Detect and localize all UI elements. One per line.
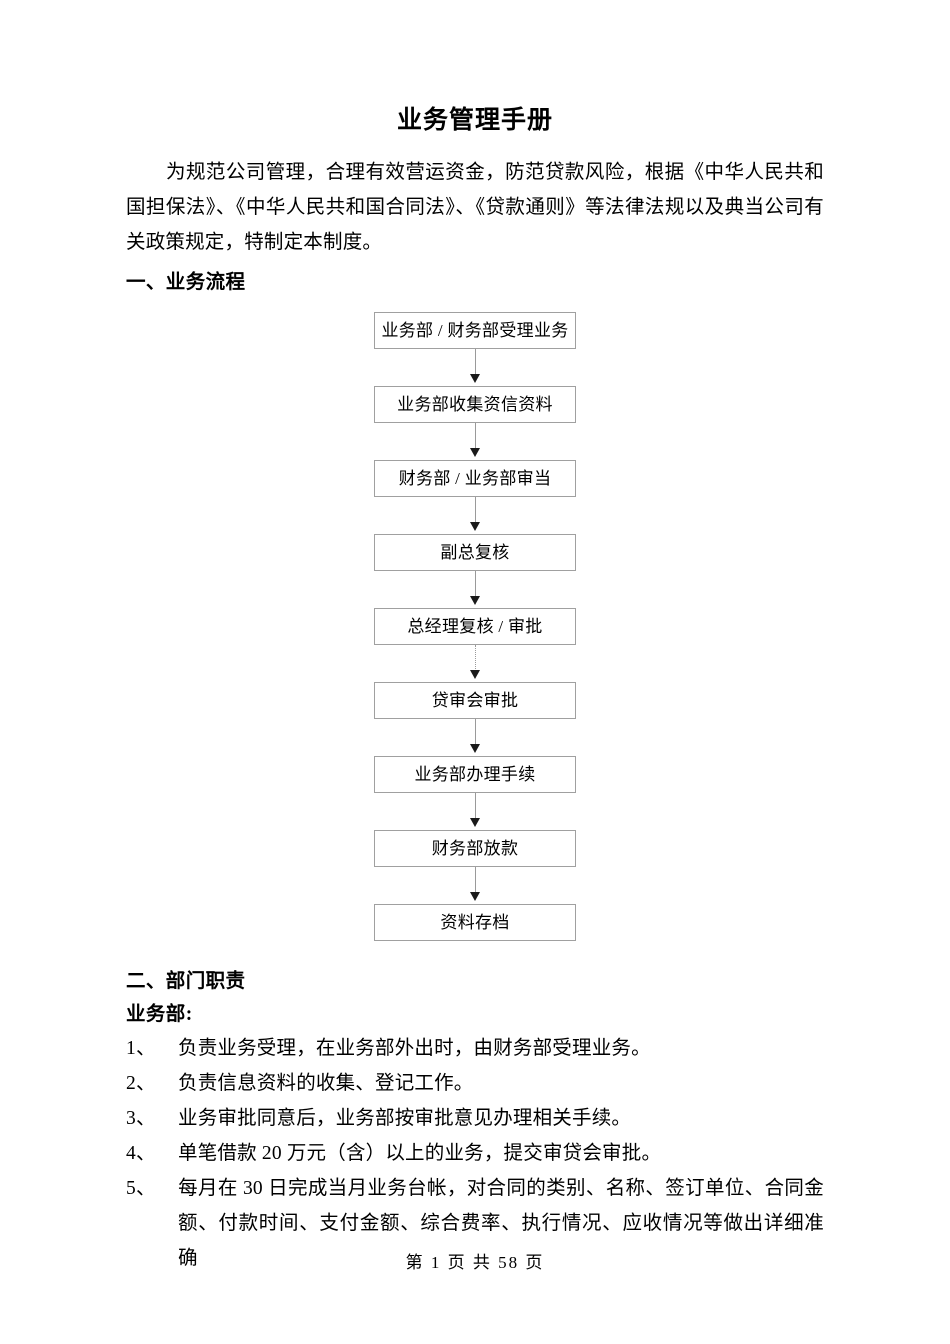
list-item-marker: 5、 [126, 1178, 156, 1199]
list-item-marker: 1、 [126, 1038, 156, 1059]
list-item: 5、 每月在 30 日完成当月业务台帐，对合同的类别、名称、签订单位、合同金额、付… [126, 1171, 824, 1276]
flow-connector-3 [469, 497, 481, 534]
arrow-head-icon [470, 744, 480, 753]
flow-node-8: 财务部放款 [374, 830, 576, 867]
arrow-head-icon [470, 448, 480, 457]
flow-node-7: 业务部办理手续 [374, 756, 576, 793]
list-item-text: 每月在 30 日完成当月业务台帐，对合同的类别、名称、签订单位、合同金额、付款时… [178, 1178, 824, 1269]
flow-node-3: 财务部 / 业务部审当 [374, 460, 576, 497]
list-item-text: 负责业务受理，在业务部外出时，由财务部受理业务。 [178, 1038, 651, 1059]
connector-line [474, 497, 476, 523]
arrow-head-icon [470, 892, 480, 901]
connector-line-dotted [474, 645, 476, 671]
page-footer: 第 1 页 共 58 页 [405, 1253, 545, 1272]
list-item: 4、 单笔借款 20 万元（含）以上的业务，提交审贷会审批。 [126, 1136, 824, 1171]
connector-line [474, 349, 476, 375]
connector-line [474, 867, 476, 893]
arrow-head-icon [470, 522, 480, 531]
list-item-text: 单笔借款 20 万元（含）以上的业务，提交审贷会审批。 [178, 1143, 662, 1164]
flow-connector-1 [469, 349, 481, 386]
connector-line [474, 793, 476, 819]
arrow-head-icon [470, 374, 480, 383]
arrow-head-icon [470, 818, 480, 827]
department-duty-list: 1、 负责业务受理，在业务部外出时，由财务部受理业务。 2、 负责信息资料的收集、登… [126, 1031, 824, 1276]
connector-line [474, 719, 476, 745]
list-item: 2、 负责信息资料的收集、登记工作。 [126, 1066, 824, 1101]
list-item: 3、 业务审批同意后，业务部按审批意见办理相关手续。 [126, 1101, 824, 1136]
list-item-text: 业务审批同意后，业务部按审批意见办理相关手续。 [178, 1108, 632, 1129]
flow-connector-8 [469, 867, 481, 904]
section-heading-department-duties: 二、部门职责 [126, 971, 246, 992]
flow-connector-5-dotted [469, 645, 481, 682]
list-item-marker: 2、 [126, 1073, 156, 1094]
business-process-flowchart: 业务部 / 财务部受理业务 业务部收集资信资料 财务部 / 业务部审当 副总复核… [374, 299, 576, 941]
flow-node-5: 总经理复核 / 审批 [374, 608, 576, 645]
list-item: 1、 负责业务受理，在业务部外出时，由财务部受理业务。 [126, 1031, 824, 1066]
page-title: 业务管理手册 [396, 107, 553, 134]
connector-line [474, 423, 476, 449]
arrow-head-icon [470, 596, 480, 605]
flow-node-2: 业务部收集资信资料 [374, 386, 576, 423]
list-item-marker: 4、 [126, 1143, 156, 1164]
flow-connector-6 [469, 719, 481, 756]
section-heading-business-process: 一、业务流程 [126, 272, 246, 293]
flow-connector-2 [469, 423, 481, 460]
connector-line [474, 571, 476, 597]
flow-connector-7 [469, 793, 481, 830]
intro-paragraph: 为规范公司管理，合理有效营运资金，防范贷款风险，根据《中华人民共和国担保法》、《… [126, 162, 824, 253]
flow-node-4: 副总复核 [374, 534, 576, 571]
flow-connector-4 [469, 571, 481, 608]
flow-node-1: 业务部 / 财务部受理业务 [374, 312, 576, 349]
subsection-heading-business-department: 业务部: [126, 1004, 193, 1025]
list-item-marker: 3、 [126, 1108, 156, 1129]
arrow-head-icon [470, 670, 480, 679]
flow-node-6: 贷审会审批 [374, 682, 576, 719]
list-item-text: 负责信息资料的收集、登记工作。 [178, 1073, 474, 1094]
flow-node-9: 资料存档 [374, 904, 576, 941]
